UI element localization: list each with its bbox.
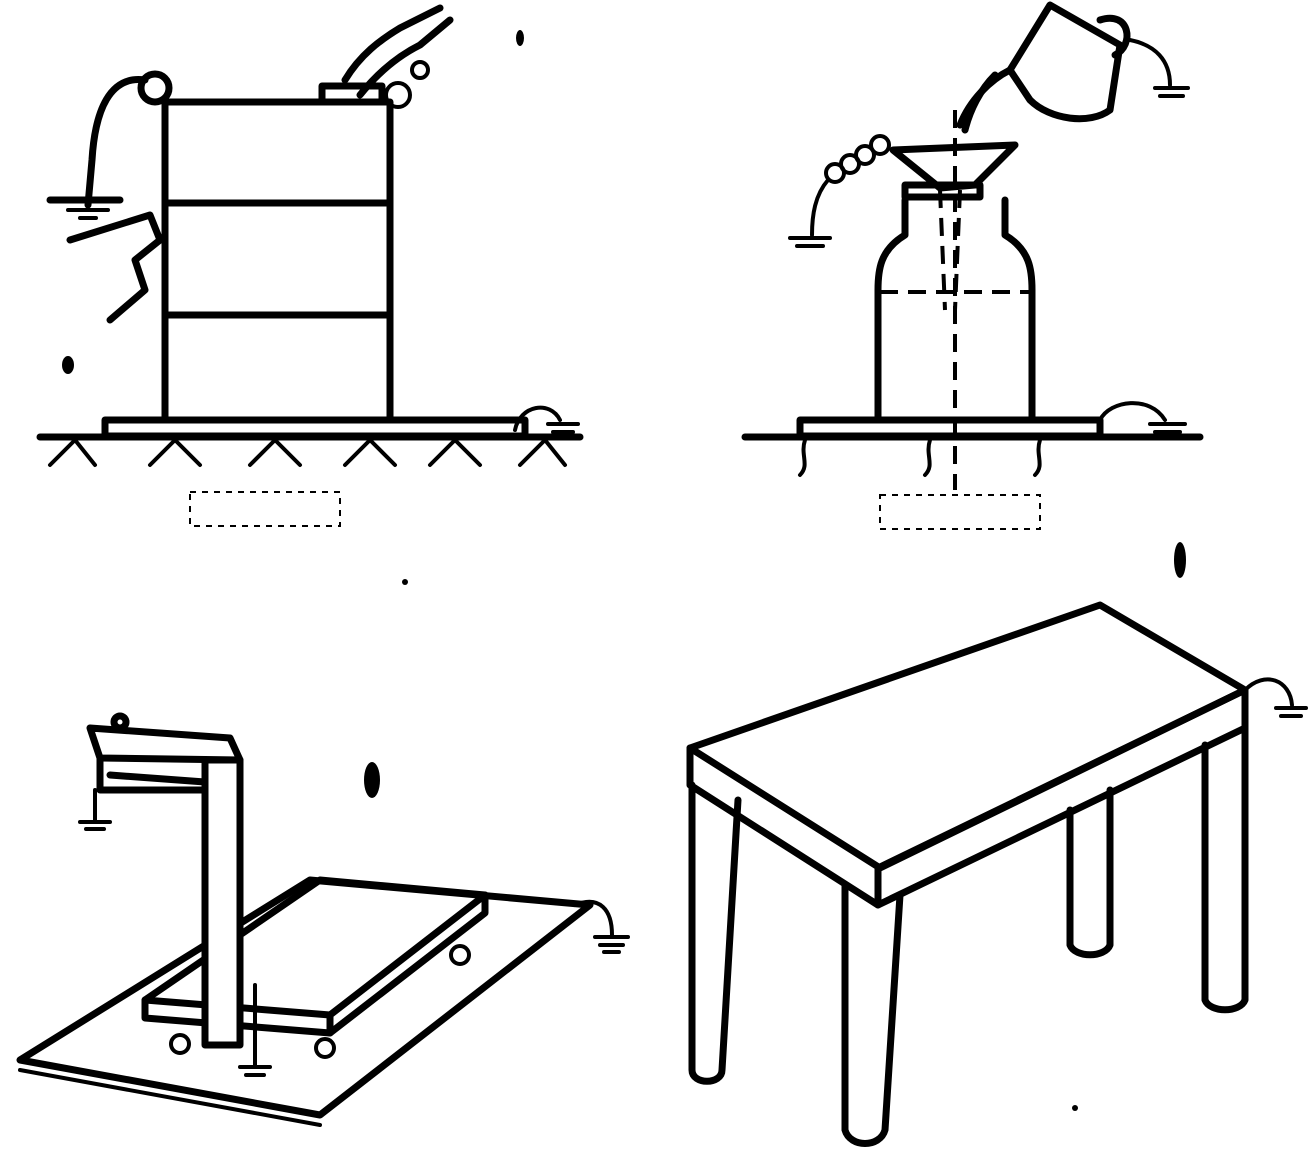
table-legs bbox=[688, 724, 1249, 1147]
panel-drum bbox=[36, 4, 584, 527]
scale-floor-mat bbox=[16, 876, 594, 1119]
mat-ground-wire bbox=[573, 899, 630, 954]
panel-bottle bbox=[741, 1, 1204, 530]
scan-specks bbox=[62, 30, 1186, 1111]
funnel-ground-chain bbox=[788, 134, 891, 248]
fill-hose bbox=[341, 4, 454, 109]
jug-ground-wire bbox=[1128, 38, 1190, 98]
panel-table bbox=[686, 601, 1308, 1147]
table-apron-front bbox=[686, 744, 882, 909]
pour-stream bbox=[961, 71, 999, 134]
panel-scale bbox=[16, 712, 630, 1127]
scale-platform bbox=[141, 876, 489, 1059]
table-apron-side bbox=[874, 686, 1249, 909]
beam-ground-wire bbox=[78, 788, 112, 831]
bottle-plate-ground-wire bbox=[1098, 401, 1187, 434]
bottle-caption-box bbox=[879, 494, 1041, 530]
drum-caption-box bbox=[189, 491, 341, 527]
ground-hatching bbox=[36, 433, 584, 467]
drum-ground-handle bbox=[66, 211, 164, 324]
scale-column bbox=[86, 712, 244, 1049]
plate-supports bbox=[798, 438, 1042, 477]
drum-ground-clip bbox=[46, 70, 173, 220]
pouring-jug bbox=[956, 1, 1131, 129]
table-ground-wire bbox=[1243, 677, 1308, 718]
mat-edge bbox=[18, 1068, 322, 1127]
column-ground-wire bbox=[238, 983, 272, 1077]
drum bbox=[161, 82, 394, 424]
table-top bbox=[686, 601, 1249, 872]
drum-ground-wire-right bbox=[513, 405, 580, 434]
